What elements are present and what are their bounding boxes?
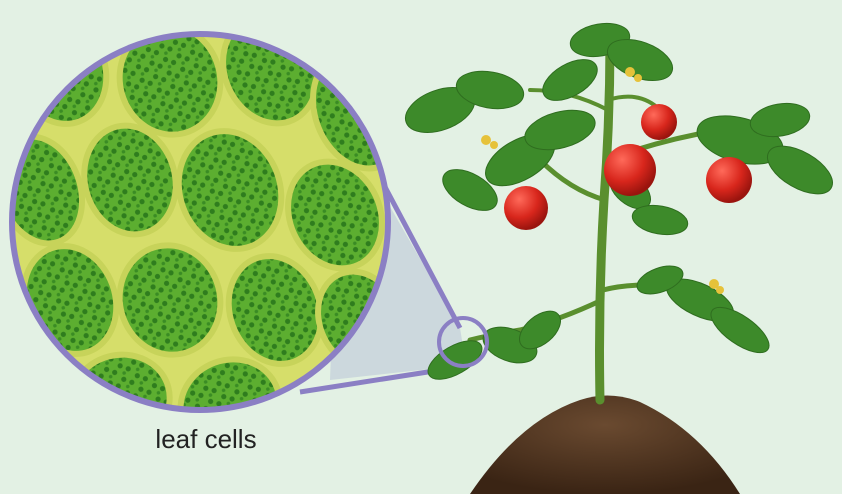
- soil-pile: [470, 395, 740, 494]
- tomato: [504, 186, 548, 230]
- tomato: [641, 104, 677, 140]
- caption-leaf-cells: leaf cells: [116, 424, 296, 455]
- tomato: [706, 157, 752, 203]
- tomato: [604, 144, 656, 196]
- plant-leaves: [399, 19, 840, 387]
- leaf-cells-magnified: [0, 1, 423, 464]
